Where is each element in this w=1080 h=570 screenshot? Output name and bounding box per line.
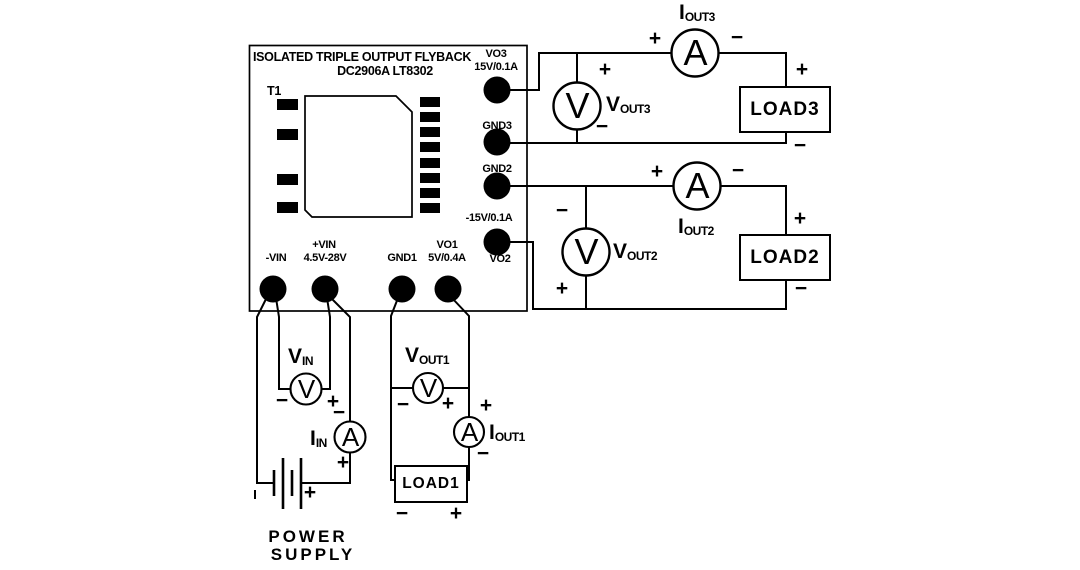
polarity-vout1-minus: − [396,393,410,416]
polarity-vout3-plus: + [598,58,612,81]
ammeter-iin-circle [333,420,367,454]
terminal-label-vo3-rating: 15V/0.1A [474,61,518,73]
load2-label: LOAD2 [750,246,820,268]
polarity-load2-minus: − [794,277,808,300]
label-vout3: VOUT3 [606,93,651,117]
transformer-pads-right [420,97,440,213]
terminal-label-gnd1: GND1 [387,252,417,264]
load3-label: LOAD3 [750,98,820,120]
voltmeter-vout2-circle [561,227,611,277]
battery-short-plates [272,470,294,496]
power-supply-label-line1: POWER [268,527,348,546]
label-iout1: IOUT1 [489,421,525,445]
transformer-t1-body [304,95,413,218]
polarity-vout2-plus: + [555,277,569,300]
load1-box [394,465,468,503]
polarity-vout1-plus: + [441,392,455,415]
polarity-vin-minus: − [275,389,289,412]
polarity-vin-plus: + [326,390,340,413]
polarity-iout2-plus: + [650,160,664,183]
voltmeter-vout3-circle [552,81,602,131]
ammeter-iout1-symbol: A [460,416,478,447]
terminal-label-vo2: VO2 [489,253,511,265]
terminal-label-gnd3: GND3 [482,120,512,132]
polarity-iout2-minus: − [731,159,745,182]
polarity-iout3-plus: + [648,27,662,50]
label-iout2: IOUT2 [678,215,714,239]
terminal-neg-vin [259,275,287,303]
polarity-load1-plus: + [449,502,463,525]
wires-input [256,296,351,484]
ammeter-iout2-circle [672,161,722,211]
ammeter-iin-symbol: A [341,421,359,452]
load3-box [739,86,831,133]
voltmeter-vout1-circle [411,371,445,405]
terminal-label-vo1: VO1 [436,239,458,251]
polarity-vout3-minus: − [595,115,609,138]
terminal-label-vin-range: 4.5V-28V [303,252,347,264]
voltmeter-vout2-symbol: V [574,231,598,272]
label-vout2: VOUT2 [613,240,658,264]
ammeter-iout3-symbol: A [683,32,707,73]
battery-long-plates [281,458,303,509]
wires-output2 [510,185,787,310]
voltmeter-vout1-symbol: V [419,372,437,403]
polarity-iout1-plus: + [479,394,493,417]
terminal-pos-vin [311,275,339,303]
terminal-label-gnd2: GND2 [482,163,512,175]
terminal-label-vo1-rating: 5V/0.4A [428,252,466,264]
label-iin: IIN [310,427,327,451]
terminal-gnd1 [388,275,416,303]
terminal-label-vo2-rating: -15V/0.1A [465,212,513,224]
terminal-gnd3 [483,128,511,156]
terminal-label-neg-vin: -VIN [265,252,287,264]
transformer-pads-left [277,99,298,213]
terminal-vo3 [483,76,511,104]
load2-box [739,234,831,281]
label-vin: VIN [288,345,314,369]
board-title-line2: DC2906A LT8302 [337,64,433,78]
label-vout1: VOUT1 [405,344,450,368]
wires-output3 [510,52,787,144]
polarity-load3-minus: − [793,134,807,157]
polarity-load1-minus: − [395,502,409,525]
polarity-iin-minus: − [332,401,346,424]
board-terminals [259,76,511,303]
load1-label: LOAD1 [402,475,460,492]
polarity-iin-plus: + [336,451,350,474]
polarity-iout3-minus: − [730,26,744,49]
voltmeter-vin-symbol: V [297,373,315,404]
polarity-vout2-minus: − [555,199,569,222]
terminal-vo2 [483,228,511,256]
board-title-line1: ISOLATED TRIPLE OUTPUT FLYBACK [252,50,472,64]
terminal-label-pos-vin: +VIN [312,239,336,251]
ammeter-iout3-circle [670,28,720,78]
terminal-label-vo3: VO3 [485,48,507,60]
polarity-load3-plus: + [795,58,809,81]
terminal-vo1 [434,275,462,303]
wires-output1 [390,297,470,481]
polarity-iout1-minus: − [476,442,490,465]
terminal-gnd2 [483,172,511,200]
polarity-battery-plus: + [303,481,317,504]
power-supply-label-line2: SUPPLY [270,545,356,564]
voltmeter-vin-circle [289,372,323,406]
voltmeter-vout3-symbol: V [565,85,589,126]
ammeter-iout2-symbol: A [685,165,709,206]
transformer-t1-label: T1 [267,84,281,98]
label-iout3: IOUT3 [679,1,715,25]
ammeter-iout1-circle [452,415,486,449]
polarity-load2-plus: + [793,207,807,230]
